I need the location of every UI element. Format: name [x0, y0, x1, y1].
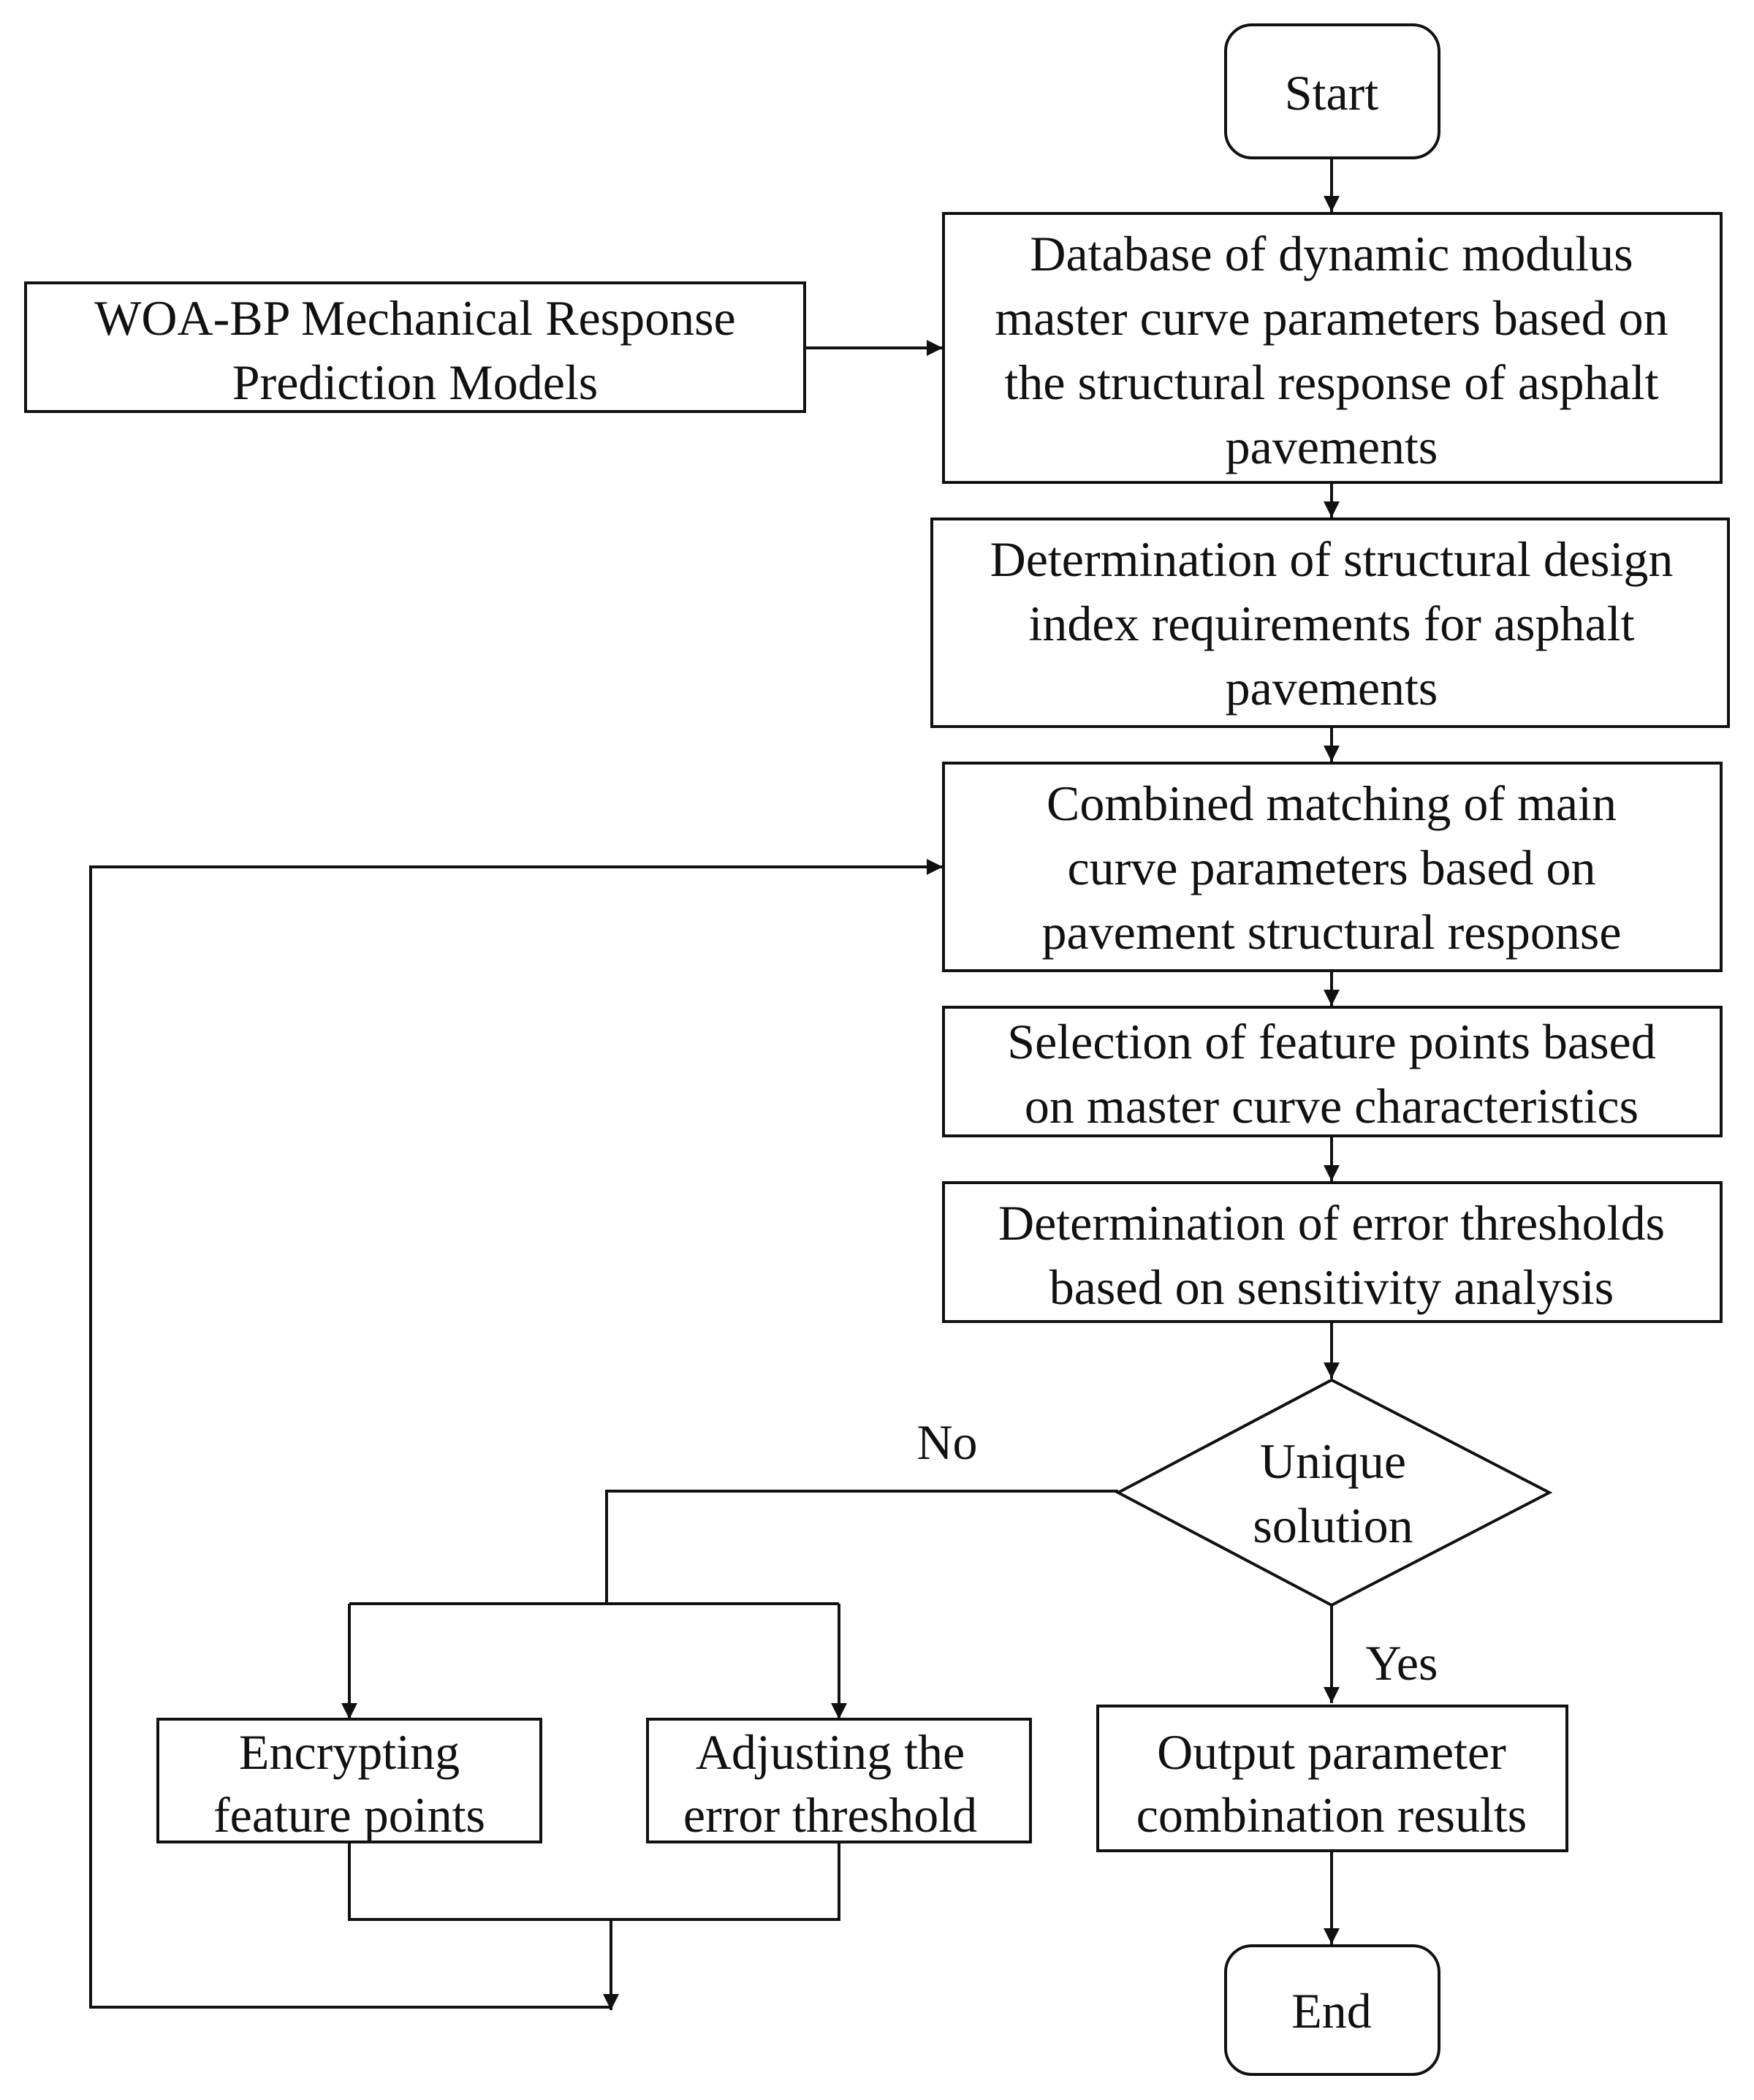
adjusting-box: Adjusting the error threshold [646, 1718, 1032, 1843]
decision-line-1: Unique [1260, 1433, 1406, 1489]
no-label: No [916, 1414, 977, 1470]
end-label: End [1291, 1983, 1372, 2039]
line-merge-encrypting-adjusting [348, 1842, 840, 1921]
error-thresholds-box: Determination of error thresholds based … [942, 1181, 1723, 1323]
encrypting-box: Encrypting feature points [156, 1718, 542, 1843]
adjusting-line-1: Adjusting the [696, 1724, 965, 1780]
feature-selection-line-2: on master curve characteristics [1025, 1078, 1639, 1134]
combined-matching-line-2: curve parameters based on [1067, 840, 1595, 895]
decision-line-2: solution [1253, 1498, 1413, 1553]
unique-solution-decision: Unique solution [1115, 1378, 1553, 1607]
woa-bp-line-1: WOA-BP Mechanical Response [94, 290, 736, 346]
error-thresholds-line-2: based on sensitivity analysis [1049, 1259, 1614, 1315]
feature-selection-box: Selection of feature points based on mas… [942, 1006, 1723, 1137]
start-label: Start [1285, 65, 1379, 121]
database-line-2: master curve parameters based on [995, 290, 1668, 346]
woa-bp-models-box: WOA-BP Mechanical Response Prediction Mo… [24, 281, 806, 413]
combined-matching-line-3: pavement structural response [1041, 904, 1621, 960]
index-requirements-line-3: pavements [1226, 660, 1438, 716]
adjusting-line-2: error threshold [683, 1787, 977, 1843]
yes-label: Yes [1366, 1635, 1438, 1691]
database-line-4: pavements [1226, 419, 1438, 474]
index-requirements-line-2: index requirements for asphalt [1029, 596, 1635, 651]
combined-matching-box: Combined matching of main curve paramete… [942, 762, 1723, 972]
arrow-feedback-to-combined-matching [89, 859, 943, 2009]
output-line-1: Output parameter [1157, 1724, 1506, 1780]
output-results-box: Output parameter combination results [1096, 1705, 1568, 1852]
database-box: Database of dynamic modulus master curve… [942, 212, 1723, 484]
index-requirements-line-1: Determination of structural design [990, 531, 1674, 587]
arrow-branch-to-encrypting [349, 1602, 839, 1719]
database-line-1: Database of dynamic modulus [1030, 226, 1633, 281]
index-requirements-box: Determination of structural design index… [930, 518, 1730, 728]
output-line-2: combination results [1136, 1787, 1527, 1843]
end-terminal: End [1224, 1944, 1440, 2076]
connectors [89, 158, 1340, 2010]
encrypting-line-2: feature points [213, 1787, 485, 1843]
line-decision-no-branch [605, 1490, 1118, 1604]
feature-selection-line-1: Selection of feature points based [1007, 1014, 1656, 1069]
combined-matching-line-1: Combined matching of main [1047, 776, 1617, 831]
error-thresholds-line-1: Determination of error thresholds [998, 1195, 1665, 1251]
database-line-3: the structural response of asphalt [1004, 355, 1658, 410]
woa-bp-line-2: Prediction Models [232, 355, 599, 410]
encrypting-line-1: Encrypting [239, 1724, 460, 1780]
start-terminal: Start [1224, 23, 1440, 159]
